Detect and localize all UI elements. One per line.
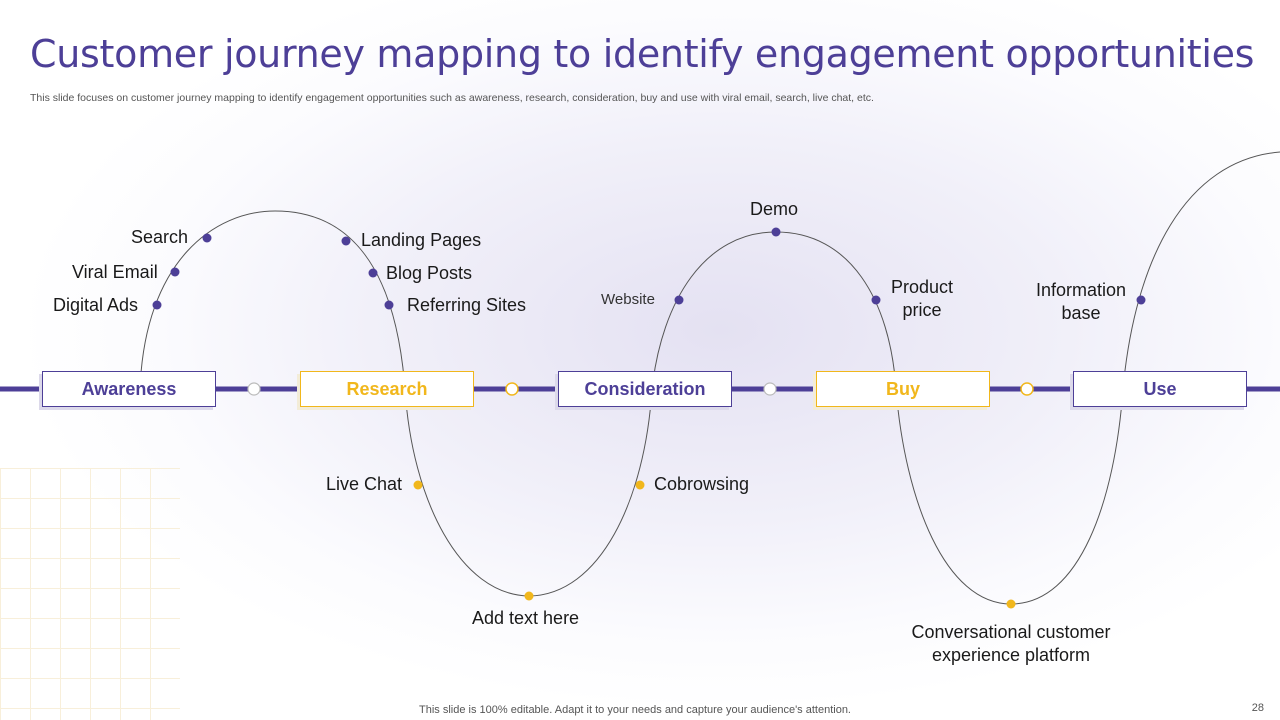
dot-product-price: [871, 295, 881, 305]
connector-circle: [505, 382, 519, 396]
label-search: Search: [131, 227, 189, 247]
dot-blog-posts: [368, 268, 378, 278]
stage-research: Research: [300, 371, 474, 407]
slide-title: Customer journey mapping to identify eng…: [30, 32, 1255, 76]
dot-live-chat: [413, 480, 423, 490]
stage-label: Buy: [885, 378, 920, 399]
label-landing-pages: Landing Pages: [361, 230, 482, 250]
journey-curve: [139, 151, 1280, 605]
label-conversational-platform: Conversational customer experience platf…: [911, 622, 1111, 665]
label-information-base: Information base: [1035, 280, 1127, 323]
grid-decoration: [0, 468, 180, 720]
connector-circle: [763, 382, 777, 396]
label-product-price: Product price: [890, 277, 954, 320]
dot-website: [674, 295, 684, 305]
stage-use: Use: [1073, 371, 1247, 407]
page-number: 28: [1251, 702, 1264, 714]
connector-circle: [247, 382, 261, 396]
slide-footer: This slide is 100% editable. Adapt it to…: [419, 704, 851, 716]
stage-label: Consideration: [584, 378, 706, 399]
label-live-chat: Live Chat: [326, 474, 403, 494]
label-website: Website: [601, 291, 655, 308]
dot-search: [202, 233, 212, 243]
stage-awareness: Awareness: [42, 371, 216, 407]
dot-digital-ads: [152, 300, 162, 310]
stage-label: Use: [1143, 378, 1177, 399]
dot-cobrowsing: [635, 480, 645, 490]
dot-information-base: [1136, 295, 1146, 305]
stage-label: Research: [346, 378, 428, 399]
label-cobrowsing: Cobrowsing: [654, 474, 750, 494]
connector-circle: [1020, 382, 1034, 396]
label-add-text: Add text here: [472, 608, 580, 628]
stage-consideration: Consideration: [558, 371, 732, 407]
label-referring-sites: Referring Sites: [407, 295, 527, 315]
dot-demo: [771, 227, 781, 237]
slide-subtitle: This slide focuses on customer journey m…: [30, 92, 874, 104]
dot-add-text: [524, 591, 534, 601]
stage-label: Awareness: [81, 378, 177, 399]
dot-referring-sites: [384, 300, 394, 310]
dot-viral-email: [170, 267, 180, 277]
label-digital-ads: Digital Ads: [53, 295, 139, 315]
label-viral-email: Viral Email: [72, 262, 158, 282]
label-blog-posts: Blog Posts: [386, 263, 473, 283]
label-demo: Demo: [750, 199, 799, 219]
dot-conversational-platform: [1006, 599, 1016, 609]
dot-landing-pages: [341, 236, 351, 246]
stage-buy: Buy: [816, 371, 990, 407]
